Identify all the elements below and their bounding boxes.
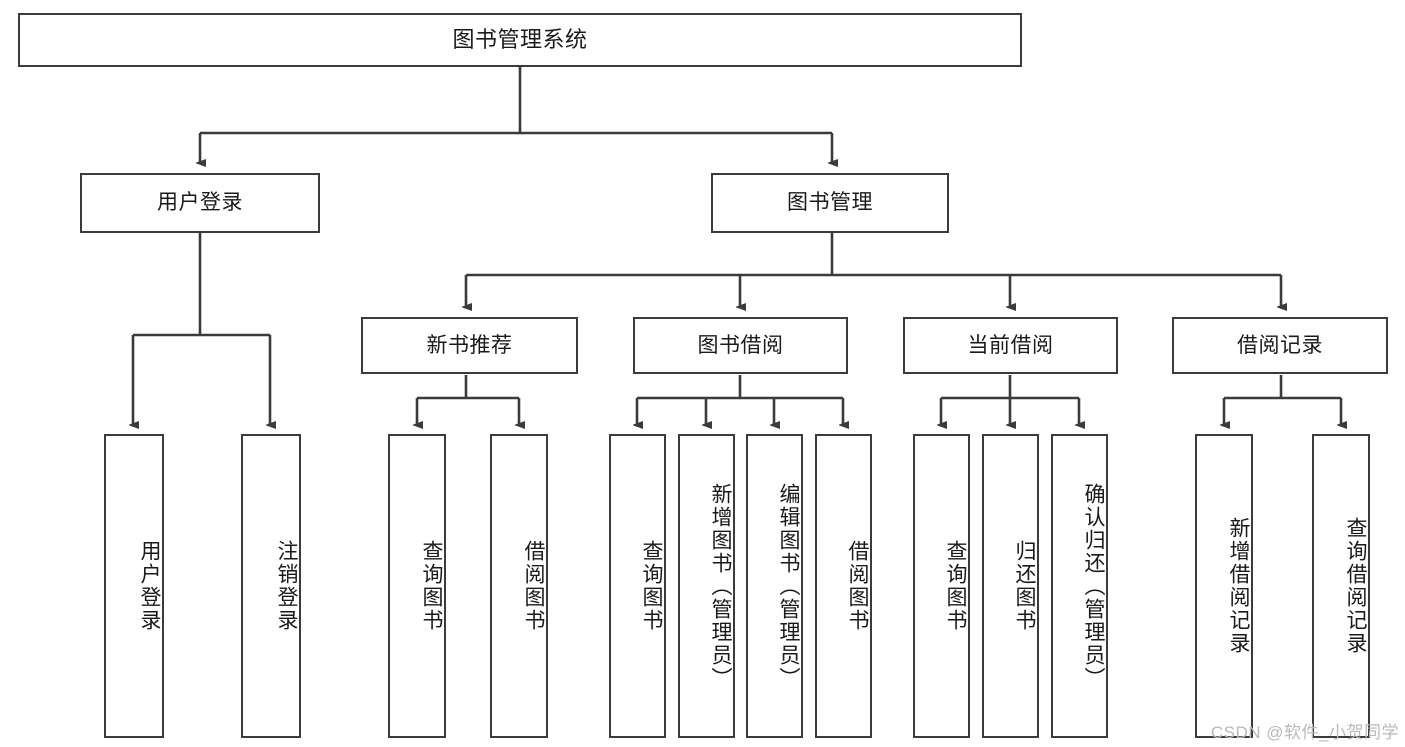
- watermark: CSDN @软件_小贺同学: [1210, 723, 1399, 742]
- node-label: 借阅记录: [1237, 333, 1323, 357]
- node-current-borrow[interactable]: 当前借阅: [903, 317, 1118, 374]
- node-leaf-user-login[interactable]: 用户登录: [104, 434, 164, 738]
- node-label: 编辑图书（管理员）: [777, 482, 800, 690]
- node-label: 借阅图书: [846, 540, 869, 632]
- node-book-management[interactable]: 图书管理: [711, 173, 949, 233]
- node-book-borrow[interactable]: 图书借阅: [633, 317, 848, 374]
- node-leaf-query-record[interactable]: 查询借阅记录: [1312, 434, 1370, 738]
- node-leaf-add-record[interactable]: 新增借阅记录: [1195, 434, 1253, 738]
- node-leaf-confirm-return[interactable]: 确认归还（管理员）: [1051, 434, 1108, 738]
- node-new-book-recommend[interactable]: 新书推荐: [361, 317, 578, 374]
- node-borrow-record[interactable]: 借阅记录: [1172, 317, 1388, 374]
- node-label: 查询借阅记录: [1344, 517, 1367, 655]
- node-leaf-query-book-1[interactable]: 查询图书: [388, 434, 446, 738]
- node-label: 用户登录: [138, 540, 161, 632]
- node-user-login[interactable]: 用户登录: [80, 173, 320, 233]
- node-leaf-borrow-book-1[interactable]: 借阅图书: [490, 434, 548, 738]
- node-label: 借阅图书: [522, 540, 545, 632]
- node-label: 图书借阅: [697, 333, 784, 357]
- node-label: 确认归还（管理员）: [1082, 482, 1105, 690]
- node-label: 图书管理: [787, 191, 873, 215]
- node-label: 查询图书: [420, 540, 443, 632]
- node-leaf-query-book-2[interactable]: 查询图书: [609, 434, 666, 738]
- node-leaf-borrow-book-2[interactable]: 借阅图书: [815, 434, 872, 738]
- node-label: 用户登录: [157, 191, 243, 215]
- node-leaf-return-book[interactable]: 归还图书: [982, 434, 1039, 738]
- node-label: 查询图书: [640, 540, 663, 632]
- node-label: 新书推荐: [426, 333, 513, 357]
- node-leaf-edit-book[interactable]: 编辑图书（管理员）: [746, 434, 803, 738]
- node-label: 归还图书: [1013, 540, 1036, 632]
- node-label: 查询图书: [944, 540, 967, 632]
- node-label: 当前借阅: [967, 333, 1054, 357]
- node-label: 新增图书（管理员）: [709, 482, 732, 690]
- node-leaf-query-book-3[interactable]: 查询图书: [913, 434, 970, 738]
- node-leaf-logout-login[interactable]: 注销登录: [241, 434, 301, 738]
- node-leaf-add-book[interactable]: 新增图书（管理员）: [678, 434, 735, 738]
- node-label: 图书管理系统: [452, 26, 588, 52]
- node-label: 注销登录: [275, 540, 298, 632]
- node-label: 新增借阅记录: [1227, 517, 1250, 655]
- node-root-library-system[interactable]: 图书管理系统: [18, 13, 1022, 67]
